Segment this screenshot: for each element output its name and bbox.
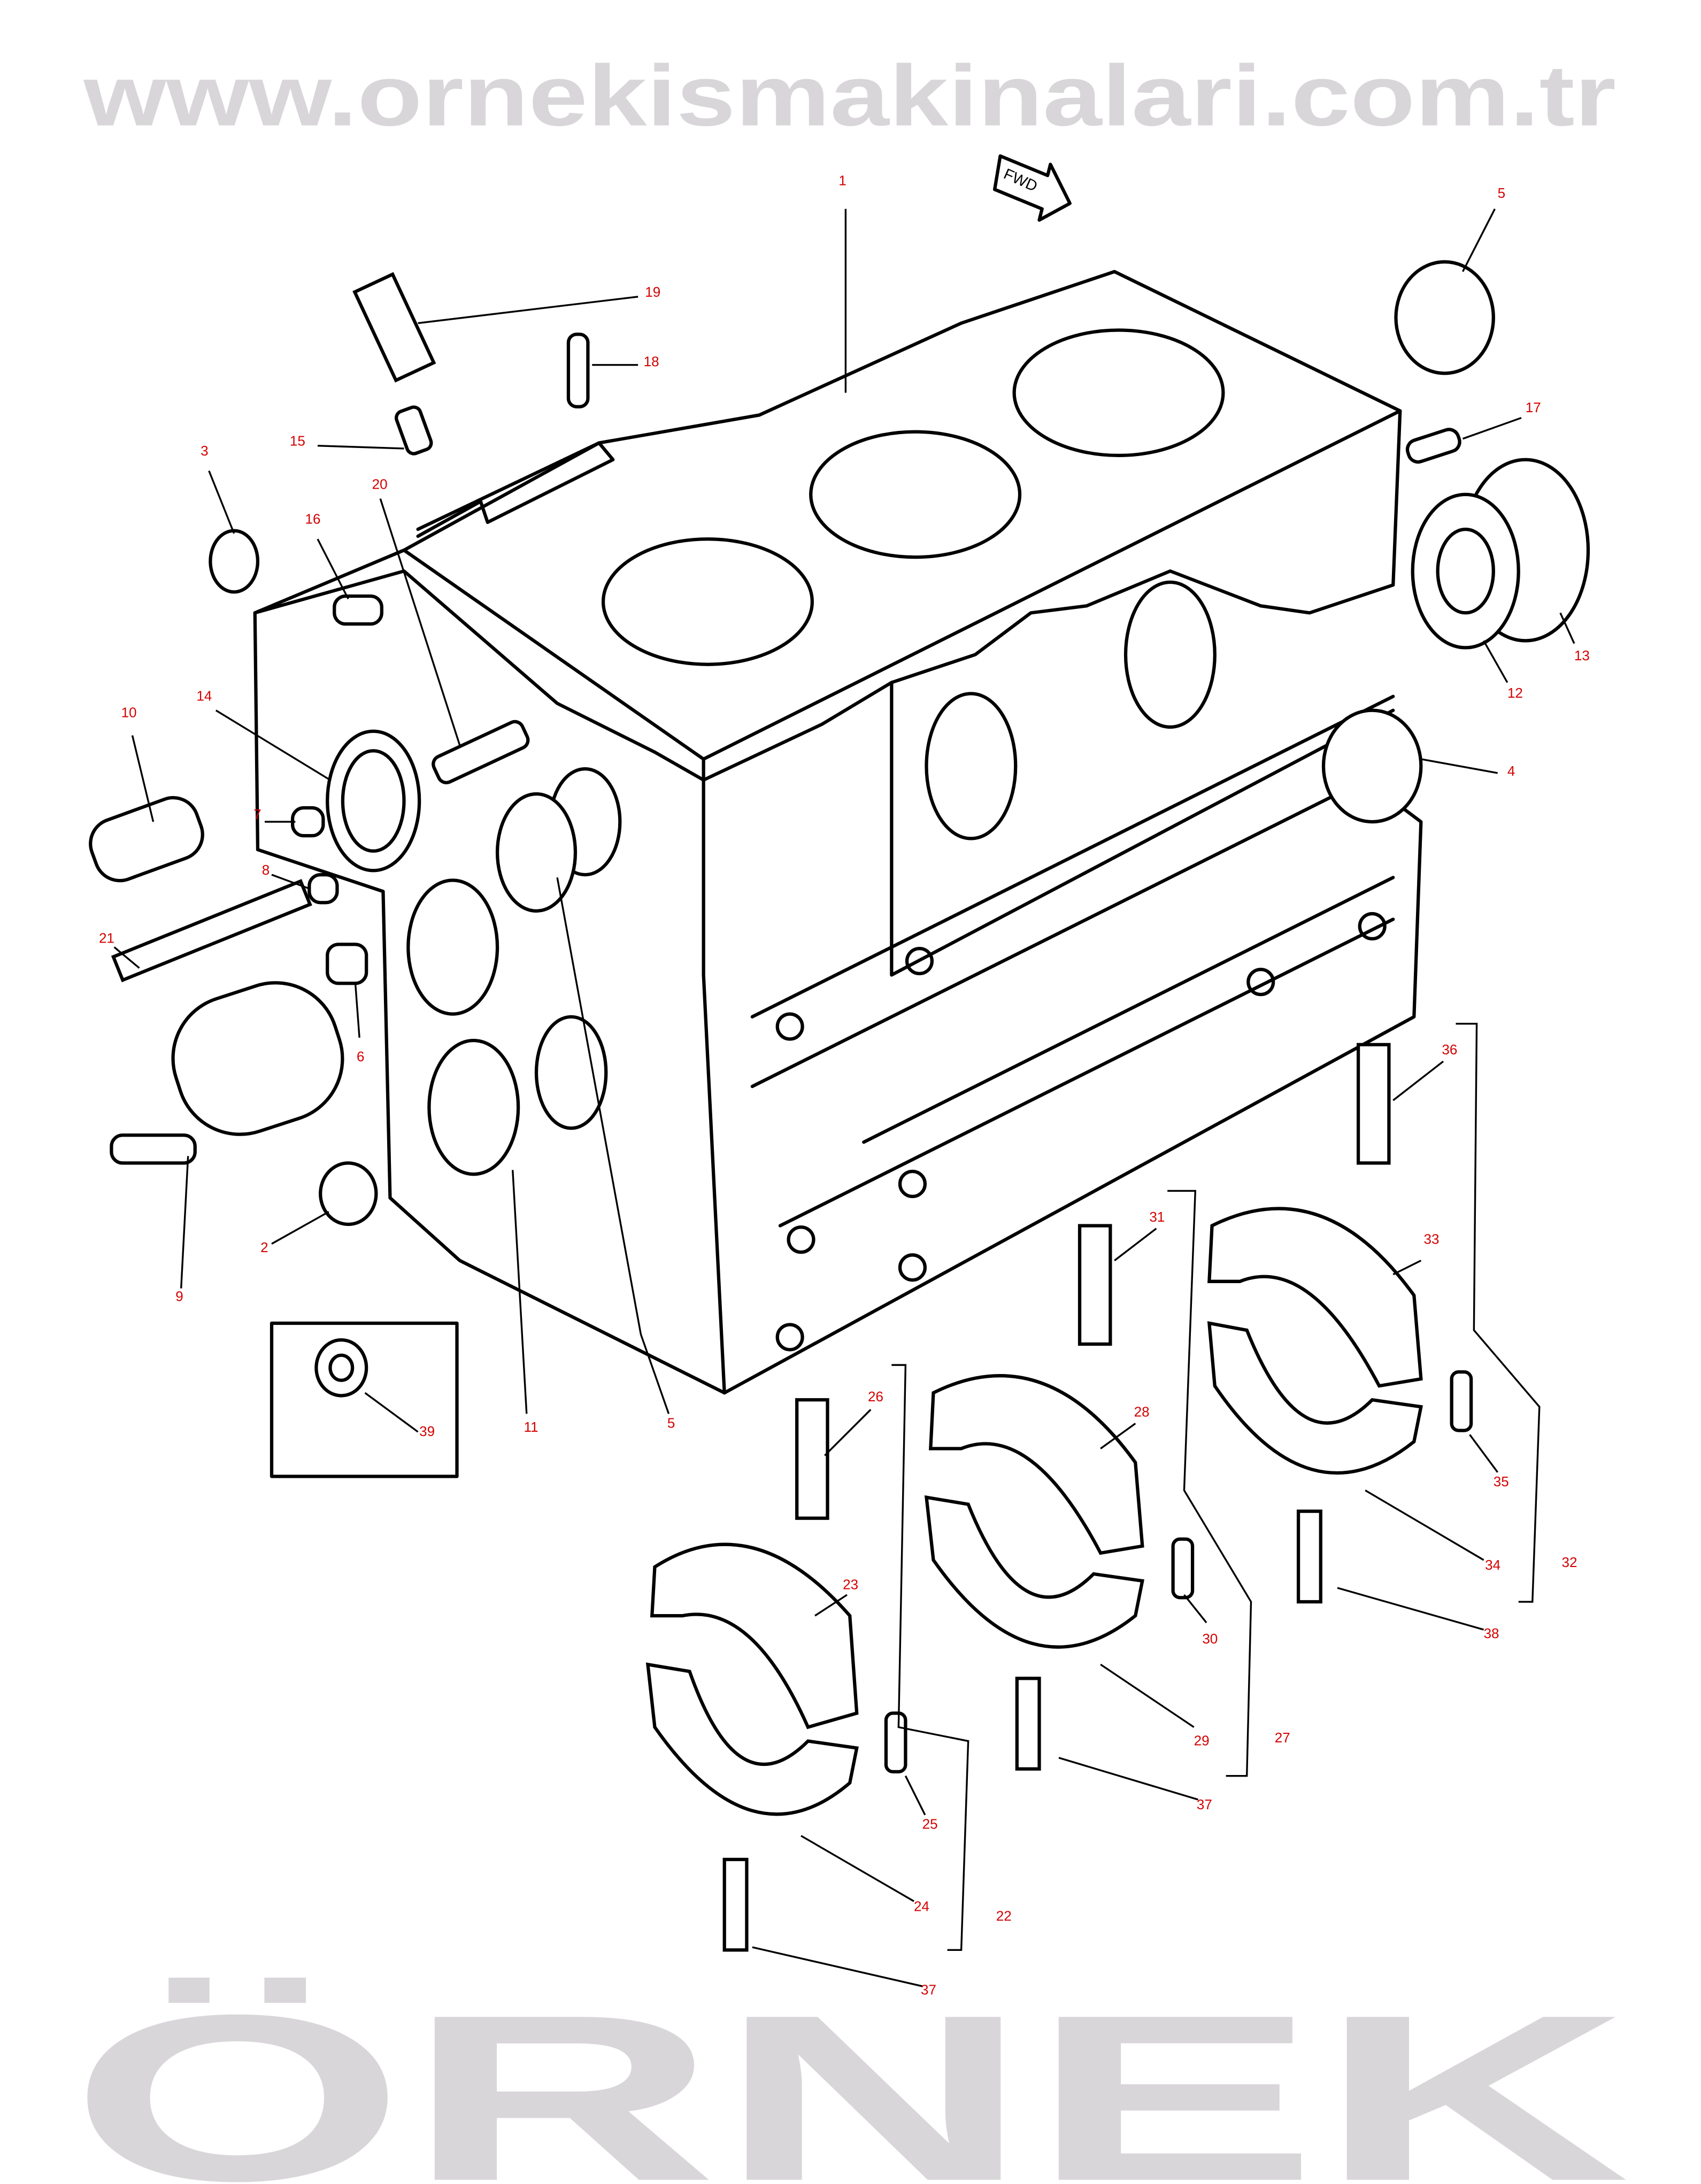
part-3-plug <box>209 529 260 594</box>
part-36-bolt <box>1356 1043 1391 1165</box>
part-7-plug <box>290 806 325 838</box>
part-5-plug-b <box>495 792 578 913</box>
watermark-brand: ÖRNEK <box>70 1965 1630 2184</box>
watermark-url: www.ornekismakinalari.com.tr <box>83 48 1616 144</box>
callout-11: 11 <box>524 1419 538 1435</box>
part-39-washer <box>314 1338 368 1398</box>
callout-37-b: 37 <box>921 1982 936 1998</box>
callout-4: 4 <box>1507 763 1515 779</box>
part-19-stud <box>352 272 436 383</box>
callout-19: 19 <box>645 284 660 300</box>
part-10-sleeve <box>89 796 204 883</box>
callout-3: 3 <box>201 443 209 459</box>
callout-1: 1 <box>838 172 846 188</box>
cylinder-block <box>253 269 1423 1395</box>
part-11-bush <box>427 1038 520 1176</box>
part-38-bolt <box>1296 1509 1322 1604</box>
watermark: www.ornekismakinalari.com.tr ÖRNEK <box>70 48 1630 2184</box>
callout-18: 18 <box>644 353 659 369</box>
callout-32: 32 <box>1561 1554 1577 1570</box>
part-25-dowel <box>884 1711 907 1773</box>
callout-33: 33 <box>1424 1231 1440 1247</box>
leader-lines <box>113 209 1575 1987</box>
part-20-stud <box>432 720 530 784</box>
callout-29: 29 <box>1194 1732 1210 1748</box>
part-15-dowel <box>395 405 433 456</box>
part-9-pump <box>171 981 344 1136</box>
part-30-dowel <box>1171 1537 1195 1600</box>
part-29-cap <box>924 1495 1145 1649</box>
callout-16: 16 <box>305 511 321 527</box>
part-31-bolt <box>1077 1224 1112 1346</box>
callout-30: 30 <box>1202 1631 1218 1647</box>
part-34-cap <box>1207 1321 1423 1475</box>
part-12-bearing <box>1411 492 1520 650</box>
part-35-dowel <box>1450 1370 1473 1432</box>
callout-31: 31 <box>1149 1209 1165 1225</box>
callout-28: 28 <box>1134 1404 1150 1420</box>
callout-10: 10 <box>121 705 137 721</box>
part-9-shaft <box>110 1133 197 1165</box>
callout-6: 6 <box>357 1048 365 1064</box>
part-16-dowel <box>333 594 383 626</box>
callout-8: 8 <box>262 862 270 878</box>
callout-38: 38 <box>1484 1625 1499 1641</box>
part-17-dowel <box>1405 428 1461 464</box>
part-37-bolt <box>722 1857 749 1952</box>
callout-25: 25 <box>922 1816 938 1832</box>
callout-5-b: 5 <box>667 1415 675 1431</box>
part-39-inset-box <box>270 1321 459 1478</box>
part-2-plug <box>319 1161 378 1226</box>
callout-37: 37 <box>1197 1796 1212 1812</box>
callout-22: 22 <box>996 1908 1012 1924</box>
part-6-plug <box>326 943 368 985</box>
part-4-plug <box>1321 708 1423 824</box>
part-37-bolt-b <box>1015 1677 1041 1771</box>
part-21-stud <box>111 879 312 983</box>
callout-5: 5 <box>1498 185 1505 201</box>
callout-27: 27 <box>1275 1730 1290 1746</box>
callout-7: 7 <box>253 806 261 822</box>
part-23-cap <box>650 1542 859 1730</box>
callout-39: 39 <box>419 1423 435 1439</box>
callout-17: 17 <box>1526 399 1541 415</box>
part-24-cap <box>645 1662 859 1816</box>
callout-14: 14 <box>196 688 212 704</box>
callout-35: 35 <box>1494 1473 1509 1490</box>
part-5-plug <box>1394 260 1495 375</box>
callout-13: 13 <box>1574 647 1590 663</box>
callout-23: 23 <box>843 1577 858 1593</box>
callout-36: 36 <box>1442 1041 1457 1058</box>
callout-24: 24 <box>914 1898 929 1914</box>
part-33-cap <box>1207 1207 1423 1388</box>
callout-26: 26 <box>868 1388 883 1404</box>
callout-2: 2 <box>260 1239 268 1255</box>
callout-34: 34 <box>1485 1557 1500 1573</box>
part-28-cap <box>929 1374 1144 1555</box>
part-18-dowel <box>566 333 590 408</box>
callout-21: 21 <box>99 930 114 946</box>
callout-20: 20 <box>372 476 388 492</box>
fwd-arrow: FWD <box>993 154 1072 222</box>
part-26-bolt <box>795 1398 829 1520</box>
callout-15: 15 <box>290 433 305 449</box>
main-bearings <box>645 1023 1541 1952</box>
parts <box>89 260 1590 1478</box>
callout-12: 12 <box>1507 685 1523 701</box>
callout-9: 9 <box>175 1288 183 1304</box>
callouts: 1 5 19 18 17 3 15 20 16 13 12 14 10 4 7 … <box>99 172 1590 1997</box>
part-8-plug <box>307 873 339 905</box>
